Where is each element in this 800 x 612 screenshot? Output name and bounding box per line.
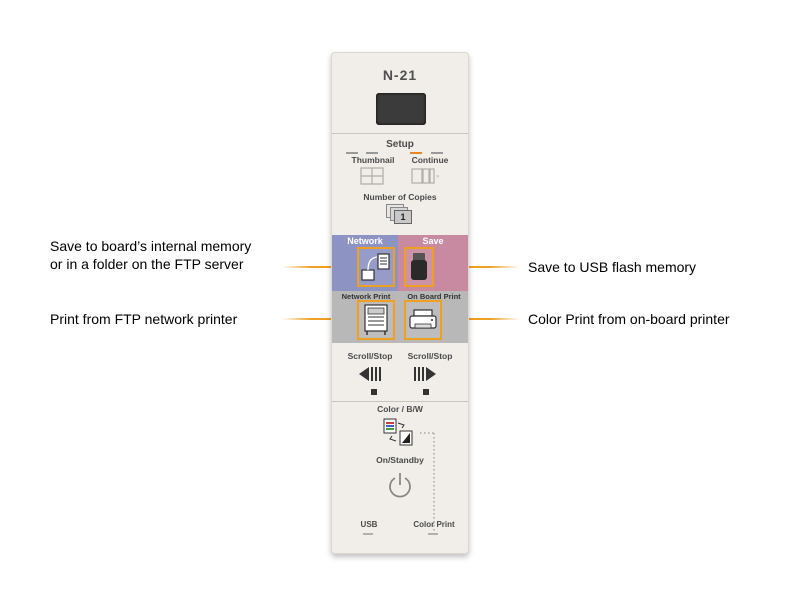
save-callout: Save to USB flash memory bbox=[528, 259, 697, 275]
dotted-link-line bbox=[420, 432, 435, 533]
save-leader bbox=[442, 266, 520, 268]
scroll-right-stop-icon bbox=[423, 389, 429, 395]
thumbnail-indicator-b bbox=[366, 152, 378, 154]
network-label: Network bbox=[347, 236, 383, 246]
power-button[interactable] bbox=[387, 471, 413, 499]
scroll-right-button[interactable] bbox=[412, 365, 440, 383]
network-callout: Save to board’s internal memory or in a … bbox=[50, 237, 251, 273]
usb-label: USB bbox=[360, 520, 378, 529]
scroll-left-label: Scroll/Stop bbox=[347, 351, 393, 361]
color-print-label: Color Print bbox=[413, 520, 455, 529]
thumbnail-indicator-a bbox=[346, 152, 358, 154]
standby-label: On/Standby bbox=[376, 455, 424, 465]
save-label: Save bbox=[422, 236, 444, 246]
model-name: N-21 bbox=[382, 67, 418, 83]
network-callout-line2: or in a folder on the FTP server bbox=[50, 256, 244, 272]
onboard-print-button[interactable] bbox=[404, 300, 442, 340]
copies-label: Number of Copies bbox=[363, 192, 437, 202]
color-print-indicator bbox=[428, 533, 438, 535]
network-button[interactable] bbox=[357, 247, 395, 287]
network-print-callout: Print from FTP network printer bbox=[50, 311, 238, 327]
network-printer-icon bbox=[364, 304, 388, 335]
continue-indicator-b bbox=[431, 152, 443, 154]
continue-label: Continue bbox=[411, 155, 449, 165]
onboard-print-callout: Color Print from on-board printer bbox=[528, 311, 730, 327]
copies-button[interactable]: 1 bbox=[386, 204, 414, 224]
network-folder-icon bbox=[361, 253, 390, 281]
onboard-print-leader bbox=[442, 318, 520, 320]
continue-indicator-a bbox=[410, 152, 422, 154]
svg-text:»: » bbox=[436, 174, 440, 180]
thumbnail-label: Thumbnail bbox=[351, 155, 395, 165]
thumbnail-button[interactable] bbox=[360, 167, 384, 185]
network-print-label: Network Print bbox=[341, 292, 391, 301]
usb-stick-icon bbox=[411, 253, 427, 280]
onboard-printer-icon bbox=[409, 309, 437, 329]
network-print-button[interactable] bbox=[357, 300, 395, 340]
color-bw-label: Color / B/W bbox=[377, 404, 423, 414]
network-print-leader bbox=[282, 318, 356, 320]
onboard-print-label: On Board Print bbox=[407, 292, 461, 301]
divider bbox=[332, 401, 468, 402]
scroll-left-button[interactable] bbox=[358, 365, 386, 383]
network-callout-line1: Save to board’s internal memory bbox=[50, 238, 252, 254]
scroll-right-label: Scroll/Stop bbox=[407, 351, 453, 361]
setup-label: Setup bbox=[386, 139, 414, 150]
print-band bbox=[332, 291, 468, 343]
network-leader bbox=[282, 266, 356, 268]
scroll-left-stop-icon bbox=[371, 389, 377, 395]
control-panel: N-21 Setup Thumbnail Continue » Number o… bbox=[331, 52, 469, 554]
usb-indicator bbox=[363, 533, 373, 535]
color-bw-button[interactable] bbox=[382, 417, 422, 451]
continue-button[interactable]: » bbox=[410, 167, 444, 185]
copies-count: 1 bbox=[394, 210, 412, 224]
divider bbox=[332, 133, 468, 134]
save-button[interactable] bbox=[404, 247, 434, 287]
lcd-display bbox=[376, 93, 426, 125]
